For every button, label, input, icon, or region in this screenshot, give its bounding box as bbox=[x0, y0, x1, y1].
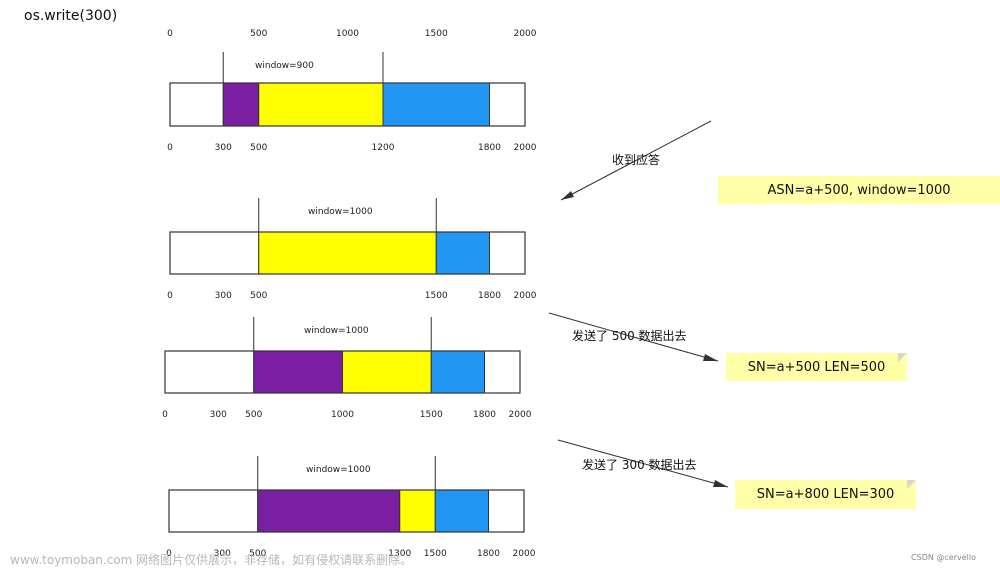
arrows bbox=[548, 120, 729, 488]
tick-label: 2000 bbox=[514, 143, 537, 153]
segment-blue bbox=[434, 489, 489, 533]
tick-label: 300 bbox=[210, 410, 227, 420]
segment-blue bbox=[435, 231, 490, 275]
send1-arrow bbox=[548, 312, 719, 362]
top-scale-label: 500 bbox=[250, 29, 267, 39]
window-row-1: window=900 0 300 500 1200 1800 2000 bbox=[167, 52, 537, 153]
send2-note-text: SN=a+800 LEN=300 bbox=[756, 487, 895, 502]
tick-label: 1200 bbox=[372, 143, 395, 153]
tick-label: 2000 bbox=[514, 291, 537, 301]
segment-empty bbox=[484, 350, 521, 394]
send2-arrow-head bbox=[713, 480, 728, 487]
window-row-3: window=1000 0 300 500 1000 1500 1800 2000 bbox=[162, 317, 532, 420]
tick-label: 500 bbox=[249, 549, 266, 559]
bar-outline bbox=[164, 350, 521, 394]
tick-label: 1500 bbox=[424, 549, 447, 559]
segment-window bbox=[399, 489, 436, 533]
segment-window bbox=[342, 350, 432, 394]
send2-note: SN=a+800 LEN=300 bbox=[735, 480, 916, 509]
send1-note-text: SN=a+500 LEN=500 bbox=[747, 359, 886, 375]
tick-label: 1800 bbox=[473, 410, 496, 420]
top-scale-label: 0 bbox=[167, 29, 173, 39]
watermark: www.toymoban.com 网络图片仅供展示，非存储，如有侵权请联系删除。 bbox=[10, 553, 413, 567]
segment-window bbox=[258, 231, 437, 275]
note-fold-icon bbox=[907, 480, 916, 489]
segment-sent bbox=[257, 489, 401, 533]
segment-blue bbox=[430, 350, 485, 394]
send2-caption: 发送了 300 数据出去 bbox=[582, 458, 697, 472]
tick-label: 300 bbox=[215, 291, 232, 301]
top-scale-label: 1000 bbox=[336, 29, 359, 39]
segment-blue bbox=[382, 82, 490, 127]
tick-label: 1800 bbox=[478, 291, 501, 301]
window-row-4: window=1000 0 300 500 1300 1500 1800 2000 bbox=[166, 456, 536, 559]
tick-label: 500 bbox=[250, 291, 267, 301]
segment-empty bbox=[169, 231, 260, 275]
page-title: os.write(300) bbox=[24, 8, 118, 24]
tick-label: 2000 bbox=[509, 410, 532, 420]
tick-label: 0 bbox=[162, 410, 168, 420]
bar-outline bbox=[169, 231, 526, 275]
ack-arrow bbox=[560, 120, 712, 201]
tick-label: 0 bbox=[167, 291, 173, 301]
bar-outline bbox=[168, 489, 525, 533]
bar-outline bbox=[169, 82, 526, 127]
tick-label: 300 bbox=[214, 549, 231, 559]
top-scale: 0 500 1000 1500 2000 bbox=[167, 29, 537, 39]
tick-label: 1800 bbox=[477, 549, 500, 559]
send1-arrow-head bbox=[703, 354, 718, 361]
top-scale-label: 1500 bbox=[425, 29, 448, 39]
segment-empty bbox=[488, 489, 525, 533]
tick-label: 0 bbox=[166, 549, 172, 559]
segment-empty bbox=[489, 231, 526, 275]
send1-caption: 发送了 500 数据出去 bbox=[572, 329, 687, 343]
segment-empty bbox=[168, 489, 259, 533]
credit: CSDN @cervello bbox=[911, 553, 976, 562]
window-label: window=1000 bbox=[304, 326, 369, 336]
ack-note: ASN=a+500, window=1000 bbox=[718, 176, 1000, 204]
note-fold-icon bbox=[898, 353, 907, 362]
ack-note-text: ASN=a+500, window=1000 bbox=[767, 182, 951, 198]
tick-label: 1800 bbox=[478, 143, 501, 153]
tick-label: 1500 bbox=[420, 410, 443, 420]
tick-label: 1500 bbox=[425, 291, 448, 301]
segment-empty bbox=[489, 82, 526, 127]
segment-sent bbox=[222, 82, 260, 127]
top-scale-label: 2000 bbox=[514, 29, 537, 39]
segment-window bbox=[258, 82, 384, 127]
tick-label: 0 bbox=[167, 143, 173, 153]
tick-label: 2000 bbox=[513, 549, 536, 559]
tick-label: 1300 bbox=[388, 549, 411, 559]
window-row-2: window=1000 0 300 500 1500 1800 2000 bbox=[167, 198, 537, 301]
send2-arrow bbox=[557, 439, 729, 488]
tick-label: 500 bbox=[245, 410, 262, 420]
window-label: window=1000 bbox=[308, 207, 373, 217]
send1-note: SN=a+500 LEN=500 bbox=[726, 353, 907, 381]
tick-label: 300 bbox=[215, 143, 232, 153]
tick-label: 1000 bbox=[331, 410, 354, 420]
ack-arrow-head bbox=[561, 191, 574, 200]
window-label: window=900 bbox=[255, 61, 314, 71]
segment-sent bbox=[253, 350, 343, 394]
window-label: window=1000 bbox=[306, 465, 371, 475]
segment-empty bbox=[169, 82, 224, 127]
tick-label: 500 bbox=[250, 143, 267, 153]
segment-empty bbox=[164, 350, 255, 394]
ack-caption: 收到应答 bbox=[612, 153, 661, 167]
